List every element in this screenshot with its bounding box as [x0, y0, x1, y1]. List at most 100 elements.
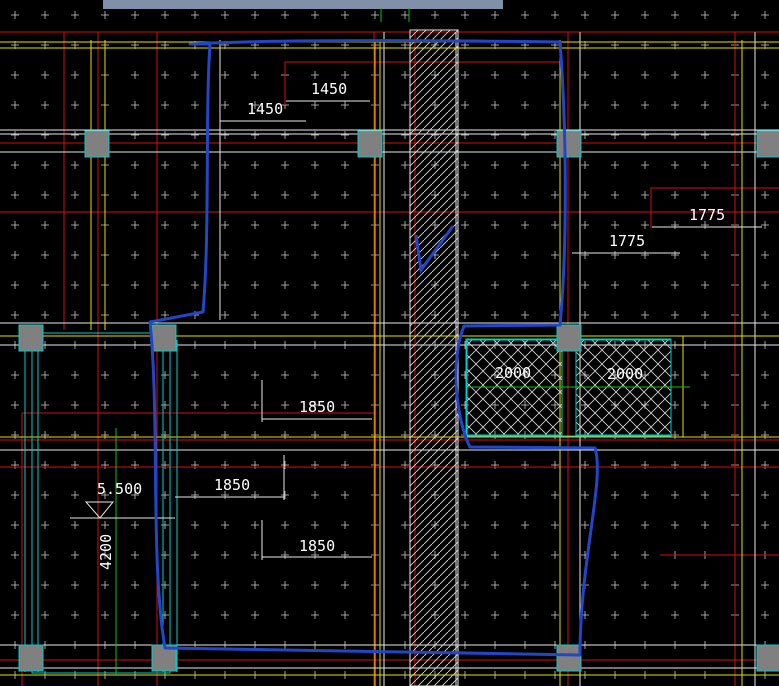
grid-plus-marker [641, 491, 649, 499]
grid-plus-marker [581, 491, 589, 499]
grid-plus-marker [161, 221, 169, 229]
grid-plus-marker [281, 521, 289, 529]
dim-1775-lower: 1775 [609, 232, 645, 250]
grid-plus-marker [341, 401, 349, 409]
grid-plus-marker [281, 251, 289, 259]
grid-plus-marker [221, 551, 229, 559]
grid-plus-marker [41, 161, 49, 169]
grid-plus-marker [671, 131, 679, 139]
structural-column [556, 130, 582, 158]
grid-plus-marker [281, 491, 289, 499]
grid-plus-marker [641, 101, 649, 109]
grid-plus-marker [641, 71, 649, 79]
grid-plus-marker [611, 461, 619, 469]
grid-plus-marker [281, 191, 289, 199]
grid-plus-marker [41, 611, 49, 619]
grid-plus-marker [521, 101, 529, 109]
grid-plus-marker [641, 311, 649, 319]
grid-plus-marker [401, 131, 409, 139]
grid-plus-marker [221, 611, 229, 619]
grid-plus-marker [161, 461, 169, 469]
beam-lines [0, 32, 779, 686]
grid-plus-marker [701, 521, 709, 529]
grid-plus-marker [461, 131, 469, 139]
grid-plus-marker [491, 11, 499, 19]
grid-plus-marker [41, 431, 49, 439]
grid-plus-marker [131, 521, 139, 529]
grid-plus-marker [311, 101, 319, 109]
grid-plus-marker [401, 611, 409, 619]
grid-plus-marker [551, 101, 559, 109]
grid-plus-marker [221, 191, 229, 199]
grid-plus-marker [161, 11, 169, 19]
grid-plus-marker [761, 101, 769, 109]
grid-plus-marker [521, 191, 529, 199]
grid-plus-marker [401, 431, 409, 439]
grid-plus-marker [761, 491, 769, 499]
grid-plus-marker [191, 581, 199, 589]
grid-plus-marker [161, 371, 169, 379]
grid-plus-marker [131, 281, 139, 289]
grid-plus-marker [311, 311, 319, 319]
grid-plus-marker [761, 521, 769, 529]
grid-plus-marker [311, 581, 319, 589]
grid-plus-marker [41, 371, 49, 379]
grid-plus-marker [551, 521, 559, 529]
grid-plus-marker [161, 581, 169, 589]
grid-plus-marker [281, 131, 289, 139]
grid-plus-marker [11, 191, 19, 199]
grid-plus-marker [341, 161, 349, 169]
grid-plus-marker [701, 461, 709, 469]
grid-plus-marker [401, 221, 409, 229]
grid-plus-marker [251, 371, 259, 379]
blue-sketch-mark [414, 225, 455, 274]
grid-plus-marker [461, 491, 469, 499]
grid-plus-marker [11, 251, 19, 259]
grid-plus-marker [41, 281, 49, 289]
grid-plus-marker [131, 191, 139, 199]
grid-plus-marker [71, 251, 79, 259]
grid-plus-marker [551, 251, 559, 259]
grid-plus-marker [521, 581, 529, 589]
grid-plus-marker [701, 611, 709, 619]
grid-plus-marker [131, 551, 139, 559]
grid-plus-marker [191, 401, 199, 409]
grid-plus-marker [521, 11, 529, 19]
grid-plus-marker [71, 161, 79, 169]
dim-1850-top: 1850 [299, 398, 335, 416]
grid-plus-marker [251, 251, 259, 259]
grid-plus-marker [401, 191, 409, 199]
grid-plus-marker [131, 581, 139, 589]
grid-plus-marker [11, 611, 19, 619]
grid-plus-marker [71, 491, 79, 499]
grid-plus-marker [761, 401, 769, 409]
blue-sketch-boundary [148, 39, 599, 657]
grid-plus-marker [311, 191, 319, 199]
grid-plus-marker [41, 491, 49, 499]
grid-plus-marker [611, 551, 619, 559]
grid-plus-marker [131, 611, 139, 619]
grid-plus-marker [41, 131, 49, 139]
grid-plus-marker [701, 401, 709, 409]
grid-plus-marker [281, 281, 289, 289]
grid-plus-marker [341, 221, 349, 229]
grid-plus-marker [161, 101, 169, 109]
grid-plus-marker [581, 521, 589, 529]
grid-plus-marker [491, 611, 499, 619]
grid-plus-marker [521, 221, 529, 229]
grid-plus-marker [611, 251, 619, 259]
grid-plus-marker [671, 431, 679, 439]
grid-plus-marker [491, 551, 499, 559]
grid-plus-marker [341, 281, 349, 289]
grid-plus-marker [611, 191, 619, 199]
grid-plus-marker [281, 581, 289, 589]
grid-plus-marker [341, 11, 349, 19]
grid-plus-marker [341, 251, 349, 259]
grid-plus-marker [461, 611, 469, 619]
grid-plus-marker [161, 131, 169, 139]
grid-plus-marker [311, 71, 319, 79]
grid-plus-marker [311, 161, 319, 169]
grid-plus-marker [71, 101, 79, 109]
toolbar-strip[interactable] [103, 0, 503, 9]
